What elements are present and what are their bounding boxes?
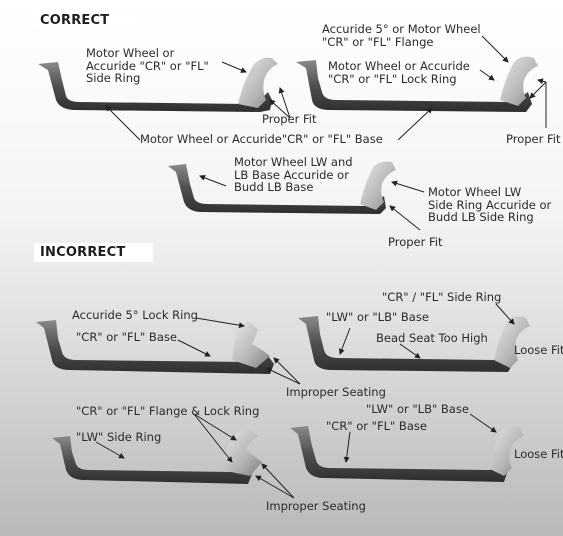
label-c1-proper-fit: Proper Fit — [262, 112, 317, 126]
label-i4-cr-base: "CR" or "FL" Base — [326, 419, 427, 433]
label-c2-flange: Accuride 5° or Motor Wheel "CR" or "FL" … — [322, 22, 481, 49]
label-i1-lock-ring: Accuride 5° Lock Ring — [72, 308, 198, 322]
incorrect-rim-4 — [290, 426, 524, 482]
incorrect-rim-2 — [298, 316, 530, 372]
label-c2-proper-fit: Proper Fit — [506, 132, 561, 146]
label-i4-loose-fit: Loose Fit — [514, 448, 563, 461]
incorrect-rim-1 — [36, 320, 274, 374]
label-correct-base: Motor Wheel or Accuride"CR" or "FL" Base — [140, 132, 383, 146]
label-i3-improper-seating: Improper Seating — [266, 499, 366, 513]
label-i1-base: "CR" or "FL" Base — [76, 330, 177, 344]
label-i3-flange-lock-ring: "CR" or "FL" Flange & Lock Ring — [76, 404, 260, 418]
label-i2-loose-fit: Loose Fit — [514, 344, 563, 357]
label-i4-lw-base: "LW" or "LB" Base — [366, 402, 469, 416]
correct-rim-3 — [168, 161, 396, 214]
label-c3-proper-fit: Proper Fit — [388, 235, 443, 249]
correct-rim-2 — [296, 56, 538, 112]
label-c1-side-ring: Motor Wheel or Accuride "CR" or "FL" Sid… — [86, 46, 209, 85]
correct-rim-1 — [38, 57, 278, 112]
label-i2-side-ring: "CR" / "FL" Side Ring — [382, 290, 502, 304]
label-i3-side-ring: "LW" Side Ring — [76, 430, 162, 444]
label-c3-side-ring: Motor Wheel LW Side Ring Accuride or Bud… — [428, 185, 552, 224]
correct-section-title: CORRECT — [34, 11, 138, 30]
leader-lines — [95, 35, 547, 499]
label-i2-base: "LW" or "LB" Base — [326, 310, 429, 324]
label-c2-lock-ring: Motor Wheel or Accuride "CR" or "FL" Loc… — [328, 59, 470, 86]
label-i2-bead-seat: Bead Seat Too High — [376, 331, 488, 345]
label-i1-improper-seating: Improper Seating — [286, 385, 386, 399]
label-c3-base: Motor Wheel LW and LB Base Accuride or B… — [234, 155, 353, 194]
incorrect-section-title: INCORRECT — [34, 243, 154, 262]
